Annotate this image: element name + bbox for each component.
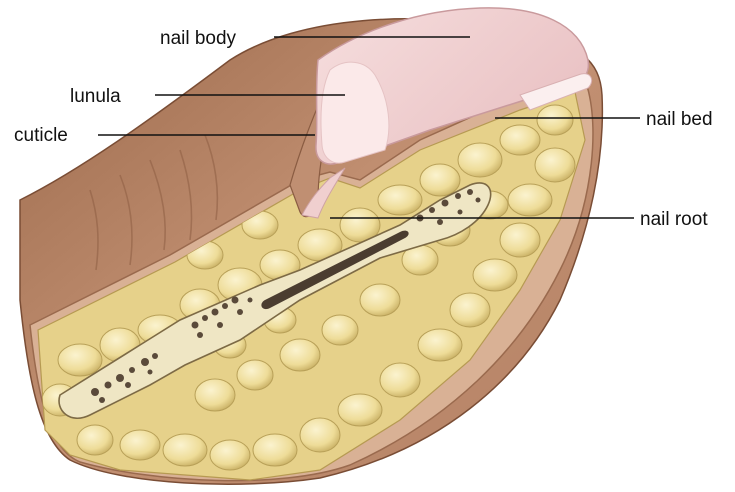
label-nail-bed: nail bed bbox=[646, 109, 713, 130]
label-nail-body: nail body bbox=[160, 28, 237, 49]
nail-free-edge bbox=[519, 73, 593, 111]
leader-lines bbox=[98, 36, 640, 219]
label-nail-root: nail root bbox=[640, 209, 708, 230]
label-lunula: lunula bbox=[70, 86, 121, 107]
medullary-cavity bbox=[261, 230, 409, 310]
skin-wrinkles bbox=[89, 134, 219, 271]
label-cuticle: cuticle bbox=[14, 125, 68, 146]
lunula-shape bbox=[320, 61, 390, 164]
nail-root bbox=[301, 167, 346, 219]
bone-marrow-pattern bbox=[91, 189, 481, 403]
